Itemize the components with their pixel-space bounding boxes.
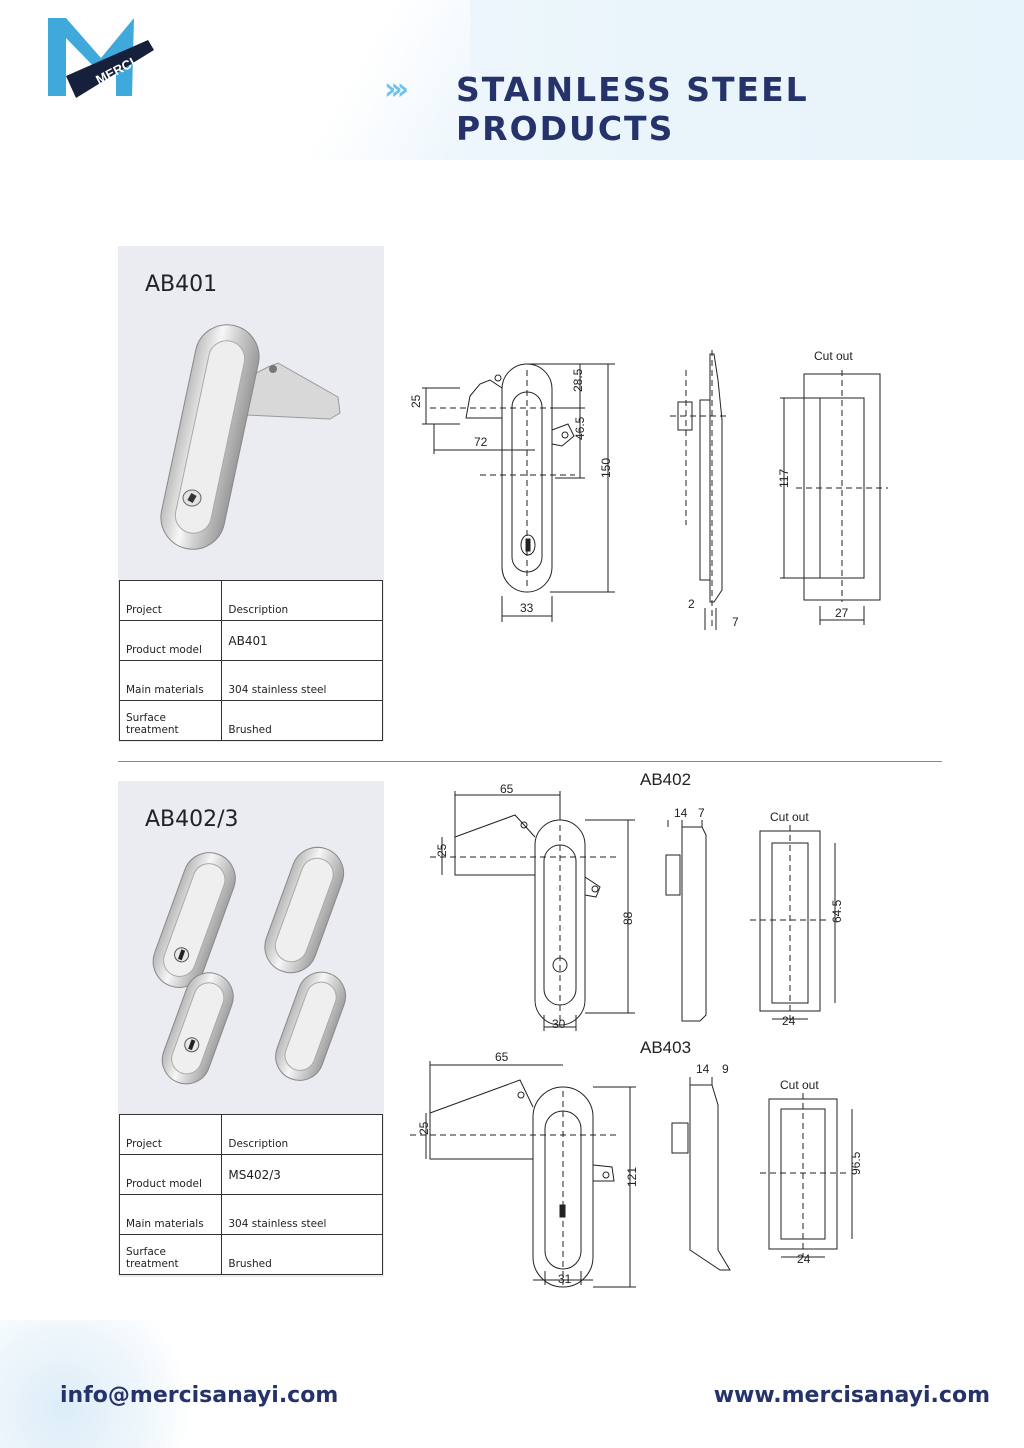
- dim-text: 24: [797, 1252, 811, 1266]
- dim-text: 25: [409, 394, 423, 408]
- cutout-label: Cut out: [814, 349, 853, 363]
- row-value: MS402/3: [221, 1154, 383, 1195]
- product-title: AB402/3: [145, 807, 239, 832]
- dim-text: 72: [474, 435, 488, 449]
- spec-table-ab401: Project Description Product model AB401 …: [118, 580, 383, 741]
- table-header-project: Project: [118, 580, 223, 621]
- dim-text: 7: [732, 615, 739, 629]
- dim-text: 14: [696, 1062, 710, 1076]
- table-header-row: Project Description: [118, 580, 383, 621]
- dim-text: 88: [621, 911, 635, 925]
- footer-email-link[interactable]: info@mercisanayi.com: [60, 1383, 339, 1408]
- row-label: Product model: [118, 620, 223, 661]
- dim-text: 7: [698, 806, 705, 820]
- dim-text: 25: [417, 1121, 431, 1135]
- table-row: Main materials 304 stainless steel: [118, 660, 383, 701]
- technical-drawing-ab402: AB402 65 25 88 30 14 7 Cut out 64.5 24: [430, 770, 844, 1031]
- row-label: Main materials: [118, 1194, 223, 1235]
- table-row: Surface treatment Brushed: [118, 1234, 383, 1275]
- row-value: Brushed: [221, 700, 383, 741]
- page-title: STAINLESS STEEL PRODUCTS: [456, 70, 809, 148]
- dim-text: 65: [495, 1050, 509, 1064]
- row-value: Brushed: [221, 1234, 383, 1275]
- section-divider: [118, 761, 942, 762]
- dim-text: 96.5: [849, 1151, 863, 1175]
- technical-drawing-ab403: AB403 65 25 121 31 14 9 Cut out 96.5 24: [410, 1038, 863, 1288]
- chevron-arrows-icon: ›››: [384, 72, 409, 107]
- dim-text: 46.5: [573, 416, 587, 440]
- header-band: [0, 0, 1024, 160]
- dim-text: 31: [558, 1272, 572, 1286]
- table-header-description: Description: [221, 580, 383, 621]
- drawing-label: AB402: [640, 770, 691, 789]
- dim-text: 9: [722, 1062, 729, 1076]
- row-label: Surface treatment: [118, 1234, 223, 1275]
- cutout-label: Cut out: [770, 810, 809, 824]
- row-label: Surface treatment: [118, 700, 223, 741]
- row-value: AB401: [221, 620, 383, 661]
- row-label: Product model: [118, 1154, 223, 1195]
- row-label: Main materials: [118, 660, 223, 701]
- product-photo-ab401: [160, 324, 341, 550]
- dim-text: 121: [625, 1167, 639, 1187]
- dim-text: 65: [500, 782, 514, 796]
- dim-text: 25: [435, 843, 449, 857]
- table-header-project: Project: [118, 1114, 223, 1155]
- dim-text: 28.5: [571, 368, 585, 392]
- footer-website-link[interactable]: www.mercisanayi.com: [713, 1383, 990, 1408]
- table-row: Product model AB401: [118, 620, 383, 661]
- product-title: AB401: [145, 272, 218, 297]
- dim-text: 33: [520, 601, 534, 615]
- table-header-description: Description: [221, 1114, 383, 1155]
- row-value: 304 stainless steel: [221, 660, 383, 701]
- table-header-row: Project Description: [118, 1114, 383, 1155]
- spec-table-ab402-3: Project Description Product model MS402/…: [118, 1114, 383, 1275]
- dim-text: 14: [674, 806, 688, 820]
- dim-text: 30: [552, 1017, 566, 1031]
- table-row: Main materials 304 stainless steel: [118, 1194, 383, 1235]
- dim-text: 150: [599, 458, 613, 478]
- dim-text: 27: [835, 606, 849, 620]
- product-photo-ab402-3: [152, 846, 347, 1085]
- dim-text: 2: [688, 597, 695, 611]
- technical-drawing-ab401: 25 72 28.5 46.5 150 33 2 7 Cut out 117 2…: [409, 349, 888, 630]
- table-row: Surface treatment Brushed: [118, 700, 383, 741]
- cutout-label: Cut out: [780, 1078, 819, 1092]
- merci-logo: MERCI: [48, 18, 154, 98]
- table-row: Product model MS402/3: [118, 1154, 383, 1195]
- dim-text: 117: [777, 469, 791, 488]
- dim-text: 24: [782, 1014, 796, 1028]
- row-value: 304 stainless steel: [221, 1194, 383, 1235]
- dim-text: 64.5: [830, 899, 844, 923]
- footer-decoration: [0, 1320, 210, 1448]
- drawing-label: AB403: [640, 1038, 691, 1057]
